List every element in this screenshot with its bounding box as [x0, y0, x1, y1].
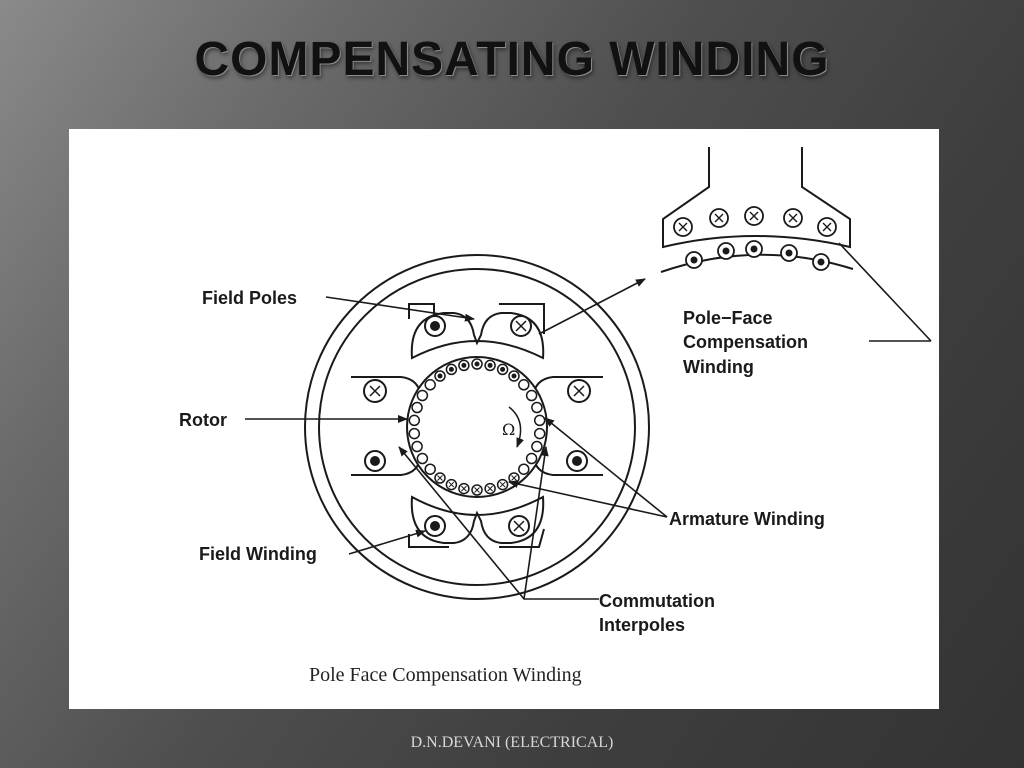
armature-conductor-dot-center: [461, 362, 467, 368]
conductor-cross: [744, 206, 764, 226]
conductor-cross: [709, 208, 729, 228]
armature-conductor: [424, 379, 436, 391]
machine-diagram: Ω: [179, 147, 932, 686]
leader-commutation-b: [523, 446, 549, 600]
slide-footer: D.N.DEVANI (ELECTRICAL): [410, 734, 614, 751]
armature-conductor-cross-mark: [499, 481, 506, 488]
armature-conductor-cross-mark: [461, 485, 467, 492]
armature-conductor-dot-center: [511, 373, 517, 379]
conductor-dot: [424, 515, 446, 537]
slide-title: COMPENSATING WINDING: [194, 33, 830, 86]
diagram-caption: Pole Face Compensation Winding: [309, 664, 582, 686]
stator-frame-inner: [318, 268, 636, 586]
conductor-cross: [363, 379, 387, 403]
label-pole-face-line1: Pole−Face: [683, 308, 773, 328]
conductor-dot: [780, 244, 798, 262]
rotor: [406, 356, 548, 498]
armature-conductor: [525, 389, 538, 402]
label-field-winding: Field Winding: [199, 544, 317, 564]
armature-conductor: [518, 463, 530, 475]
omega-symbol: Ω: [502, 420, 515, 439]
armature-conductor-cross-mark: [511, 475, 517, 481]
conductor-dot: [685, 251, 703, 269]
conductor-dot: [717, 242, 735, 260]
conductor-dot: [424, 315, 446, 337]
label-pole-face-line2: Compensation: [683, 332, 808, 352]
armature-conductor-dot-center: [474, 361, 480, 367]
armature-conductor: [533, 414, 546, 427]
armature-conductor: [408, 414, 421, 427]
armature-detail-conductors: [685, 240, 830, 271]
conductor-cross: [510, 315, 532, 337]
machine-cross-section: [304, 254, 650, 600]
armature-conductor-dot-center: [500, 366, 506, 372]
rotation-arrow: [508, 406, 524, 448]
field-winding-conductors: [363, 315, 591, 537]
conductor-cross: [567, 379, 591, 403]
armature-conductor-dot-center: [437, 373, 443, 379]
armature-conductor: [533, 427, 546, 440]
armature-conductor: [424, 463, 436, 475]
conductor-dot: [566, 450, 588, 472]
interpole-top-right: [499, 303, 545, 334]
conductor-cross: [783, 208, 803, 228]
leader-pole-face-a: [838, 242, 932, 342]
armature-conductor: [408, 427, 421, 440]
conductor-dot: [364, 450, 386, 472]
conductor-dot: [745, 240, 763, 258]
label-rotor: Rotor: [179, 410, 227, 430]
label-pole-face-line3: Winding: [683, 357, 754, 377]
leader-lines: [245, 242, 932, 600]
armature-conductor-dot-center: [487, 362, 493, 368]
label-armature-winding: Armature Winding: [669, 509, 825, 529]
armature-conductors: [408, 358, 546, 496]
interpole-bottom-right: [499, 528, 545, 548]
armature-conductor: [411, 401, 423, 414]
leader-zoom: [538, 278, 646, 335]
conductor-cross: [673, 217, 693, 237]
armature-conductor: [411, 440, 423, 453]
conductor-dot: [812, 253, 830, 271]
armature-conductor: [518, 379, 530, 391]
label-field-poles: Field Poles: [202, 288, 297, 308]
armature-conductor-dot-center: [448, 366, 454, 372]
diagram-panel: Ω: [69, 129, 939, 709]
leader-armature-b: [544, 417, 668, 518]
armature-conductor: [525, 452, 538, 465]
conductor-cross: [508, 515, 530, 537]
pole-face-outline: [662, 147, 851, 249]
conductor-cross: [817, 217, 837, 237]
armature-conductor-cross-mark: [474, 487, 480, 493]
stator-frame-outer: [304, 254, 650, 600]
armature-conductor-cross-mark: [448, 481, 455, 488]
armature-conductor-cross-mark: [437, 475, 443, 481]
leader-armature-a: [508, 480, 668, 518]
armature-conductor-cross-mark: [487, 485, 493, 492]
interpole-bottom-left: [408, 534, 449, 548]
armature-conductor: [416, 389, 429, 402]
label-commutation-line2: Interpoles: [599, 615, 685, 635]
leader-field-winding: [348, 529, 426, 555]
leader-field-poles: [325, 296, 475, 322]
label-commutation-line1: Commutation: [599, 591, 715, 611]
compensation-conductors: [673, 206, 837, 237]
armature-conductor: [416, 452, 429, 465]
armature-conductor: [531, 440, 543, 453]
armature-conductor: [531, 401, 543, 414]
